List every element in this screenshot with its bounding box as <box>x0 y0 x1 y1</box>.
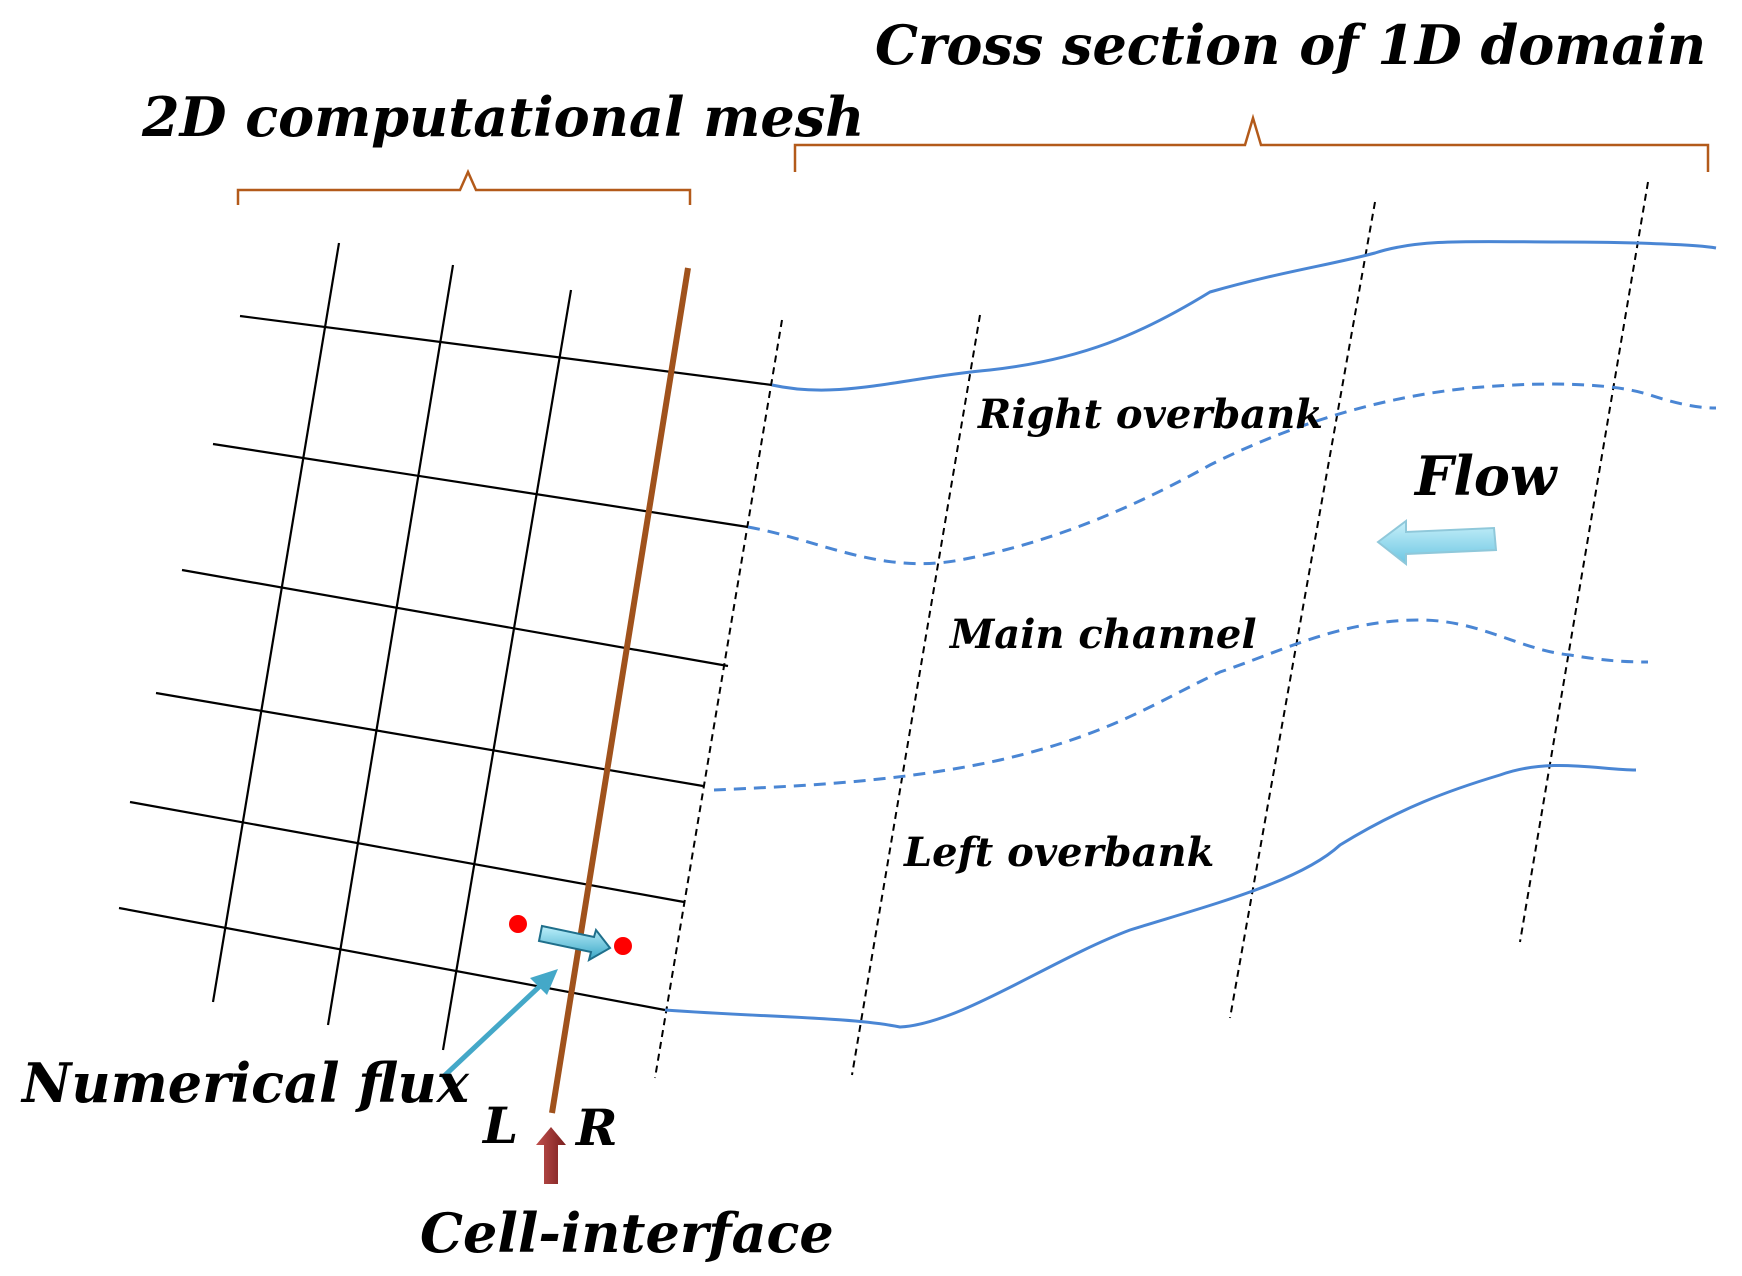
numerical-flux-pointer-head-icon <box>530 969 558 995</box>
numerical-flux-label: Numerical flux <box>20 1051 470 1115</box>
cross-section-lines <box>654 181 1649 1079</box>
cross-section-title: Cross section of 1D domain <box>875 13 1706 77</box>
flow-direction-icon <box>1376 519 1498 567</box>
left-overbank-boundary <box>713 618 1649 792</box>
numerical-flux-pointer <box>440 984 542 1080</box>
cell-interface-line <box>549 267 691 1114</box>
river-lines <box>664 240 1717 1029</box>
left-bank-line <box>664 763 1637 1029</box>
right-overbank-label: Right overbank <box>977 391 1323 438</box>
right-side-label: R <box>574 1098 618 1157</box>
cross-section-brace <box>793 113 1710 172</box>
flow-label: Flow <box>1413 444 1559 508</box>
left-side-label: L <box>481 1096 518 1155</box>
interface-pointer-icon <box>536 1127 566 1184</box>
left-cell-center-point <box>509 915 527 933</box>
mesh-horizontal-lines <box>118 314 773 1012</box>
right-bank-line <box>771 240 1717 392</box>
mesh-2d-title: 2D computational mesh <box>141 85 864 149</box>
left-overbank-label: Left overbank <box>903 829 1214 876</box>
main-channel-label: Main channel <box>948 611 1257 658</box>
right-overbank-boundary <box>747 382 1717 566</box>
cell-interface-label: Cell-interface <box>420 1201 834 1265</box>
flux-direction-icon <box>537 924 612 963</box>
mesh-2d-brace <box>236 168 692 205</box>
right-cell-center-point <box>614 937 632 955</box>
mesh-vertical-lines <box>211 242 573 1051</box>
